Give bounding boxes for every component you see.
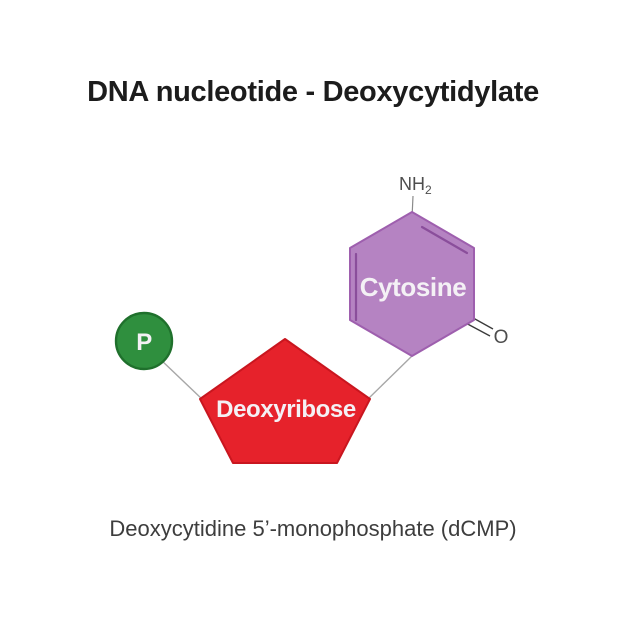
phosphate-label: P bbox=[136, 329, 152, 356]
amine-group-label: NH2 bbox=[399, 174, 432, 197]
deoxyribose-pentagon bbox=[199, 338, 371, 464]
ring-double-bond-topright bbox=[420, 225, 469, 255]
amine-subscript: 2 bbox=[425, 183, 432, 197]
phosphate-circle bbox=[114, 311, 174, 371]
page-title: DNA nucleotide - Deoxycytidylate bbox=[87, 76, 539, 108]
deoxyribose-label: Deoxyribose bbox=[216, 396, 356, 423]
cytosine-label: Cytosine bbox=[360, 272, 467, 302]
amine-nh-text: NH bbox=[399, 174, 425, 194]
sugar-base-bond bbox=[367, 354, 414, 400]
cytosine-hexagon bbox=[349, 211, 475, 357]
phosphate-sugar-bond bbox=[159, 358, 204, 401]
oxygen-atom-label: O bbox=[494, 327, 509, 348]
figure-caption: Deoxycytidine 5’-monophosphate (dCMP) bbox=[109, 516, 517, 541]
